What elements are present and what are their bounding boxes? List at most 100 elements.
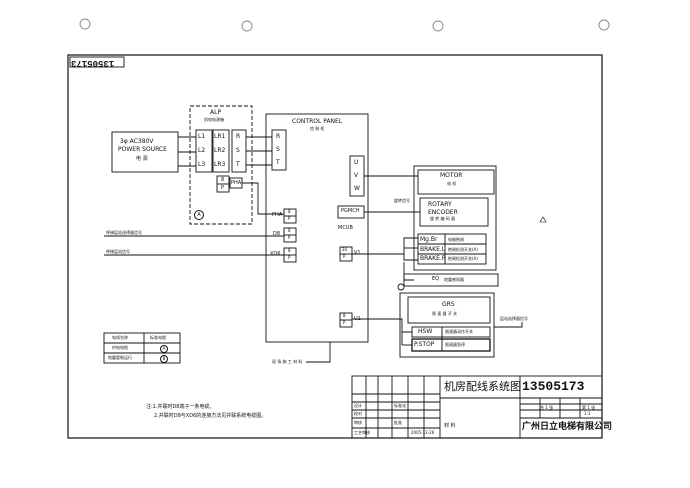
legend-row1-name: 供电电缆 bbox=[112, 345, 128, 350]
alp-in-l3: L3 bbox=[198, 161, 206, 168]
motor-group-box bbox=[413, 165, 497, 271]
legend-table bbox=[103, 332, 181, 364]
alp-r: R bbox=[236, 133, 241, 140]
punch-hole bbox=[241, 20, 253, 32]
mgbr-label: Mg.Br bbox=[420, 236, 438, 243]
cp-w: W bbox=[354, 185, 360, 192]
grs-box bbox=[407, 296, 491, 324]
cp-conn-v1-pin2: P bbox=[343, 254, 346, 259]
alp-input-terminals bbox=[195, 129, 213, 173]
cp-conn-v1-pin1: 20 bbox=[342, 247, 348, 252]
tb-label-design: 设计 bbox=[354, 403, 362, 408]
signal-label-2: 呼梯层站信号 bbox=[106, 249, 130, 254]
hsw-desc: 限速器动作开关 bbox=[445, 329, 473, 334]
grs-signal-leader bbox=[494, 322, 523, 328]
encoder-cn: 旋 转 编 码 器 bbox=[430, 216, 456, 221]
punch-hole bbox=[598, 19, 610, 31]
pstop-desc: 限速器急停 bbox=[445, 342, 465, 347]
power-source-name: POWER SOURCE bbox=[118, 146, 167, 153]
cp-rst-terminals bbox=[271, 129, 287, 171]
power-phase: 3φ AC380V bbox=[120, 138, 154, 145]
tb-label-check: 校对 bbox=[354, 411, 362, 416]
grs-title: GRS bbox=[442, 301, 455, 308]
tb-label-process: 工艺审核 bbox=[354, 430, 370, 435]
hsw-label: HSW bbox=[418, 328, 433, 335]
mgbr-desc: 电磁抱闸 bbox=[448, 237, 464, 242]
tb-scale: 1:1 bbox=[584, 411, 591, 416]
legend-row1-symbol: A bbox=[160, 345, 168, 353]
grs-group-box bbox=[399, 292, 495, 358]
drawing-number-title-block: 13505173 bbox=[522, 379, 585, 394]
cp-conn-pha-pin1: 8 bbox=[288, 209, 291, 214]
cp-conn-d8-pin1: 8 bbox=[288, 228, 291, 233]
tb-page: 第 1 张 bbox=[582, 405, 596, 410]
cp-title: CONTROL PANEL bbox=[292, 118, 343, 125]
tb-material: 材 料 bbox=[444, 423, 456, 429]
note-2: 2.并联时D8与XD6的连接方法见并联系统电缆图。 bbox=[154, 413, 267, 419]
motor-cn: 电 机 bbox=[447, 181, 457, 186]
legend-header-2: 标准电缆 bbox=[150, 335, 166, 340]
company-name: 广州日立电梯有限公司 bbox=[522, 422, 613, 432]
wire-pha bbox=[242, 182, 284, 215]
tb-sheet: 共 1 张 bbox=[540, 405, 554, 410]
cp-cn: 控 制 柜 bbox=[310, 126, 325, 131]
alp-in-l2: L2 bbox=[198, 147, 206, 154]
alp-title: ALP bbox=[210, 109, 222, 116]
punch-hole bbox=[79, 18, 91, 30]
warning-icon bbox=[539, 216, 547, 223]
grs-signal-label: 层站选择器信号 bbox=[500, 316, 528, 321]
pstop-label: P.STOP bbox=[414, 341, 435, 348]
cp-conn-xd6: XD6 bbox=[270, 251, 281, 257]
alp-pha: PHA bbox=[231, 180, 242, 186]
cp-conn-pha: PHA bbox=[272, 212, 283, 218]
drawing-title: 机房配线系统图 bbox=[444, 380, 521, 393]
eq-circle bbox=[397, 283, 405, 291]
legend-row2-name: 地震管制运行 bbox=[108, 355, 132, 360]
alp-s: S bbox=[236, 147, 240, 154]
cp-s: S bbox=[276, 146, 280, 153]
alp-pin-8: 8 bbox=[221, 177, 225, 183]
cp-conn-xd6-pin2: P bbox=[288, 255, 291, 260]
punch-hole bbox=[432, 20, 444, 32]
legend-row2-symbol: B bbox=[160, 355, 168, 363]
wire-u1 bbox=[352, 318, 412, 333]
alp-in-l1: L1 bbox=[198, 133, 206, 140]
wire-v1-mgbr bbox=[352, 237, 418, 255]
brake-l-desc: 抱闸检测开关(A) bbox=[448, 247, 478, 252]
cp-conn-u1-pin2: P bbox=[343, 320, 346, 325]
brake-r-label: BRAKE.R bbox=[420, 255, 446, 262]
control-panel-box bbox=[265, 113, 369, 343]
alp-t: T bbox=[236, 161, 240, 168]
alp-circle-a: A bbox=[194, 210, 204, 220]
cp-conn-v1: V1 bbox=[354, 250, 361, 256]
title-block bbox=[351, 375, 603, 439]
encoder-signal-label: 旋转信号 bbox=[394, 198, 410, 203]
sheet-frame bbox=[67, 54, 603, 439]
site-note: 现 场 施 工 材 料 bbox=[272, 359, 303, 364]
cp-v: V bbox=[354, 172, 359, 179]
motor-title: MOTOR bbox=[440, 172, 463, 179]
power-source-cn: 电 源 bbox=[136, 156, 148, 162]
tb-label-standard: 标准化 bbox=[394, 403, 406, 408]
cp-conn-pha-pin2: P bbox=[288, 216, 291, 221]
cp-conn-d8-pin2: P bbox=[288, 235, 291, 240]
tb-date: 2005-12-26 bbox=[411, 430, 435, 435]
brake-l-label: BRAKE.L bbox=[420, 246, 446, 253]
eq-label: EQ bbox=[432, 276, 440, 282]
cp-t: T bbox=[276, 159, 280, 166]
brake-r-desc: 抱闸检测开关(A) bbox=[448, 256, 478, 261]
alp-pin-p: P bbox=[221, 185, 225, 191]
encoder-label: ROTARY ENCODER bbox=[428, 201, 458, 216]
legend-header-1: 电线名称 bbox=[112, 335, 128, 340]
drawing-number-box bbox=[69, 56, 125, 68]
wire-eq bbox=[403, 262, 414, 281]
grs-cn: 限 速 器 开 关 bbox=[432, 311, 458, 316]
motor-box bbox=[417, 169, 495, 195]
alp-out-lr2: LR2 bbox=[214, 147, 226, 154]
cp-conn-u1: U1 bbox=[354, 316, 361, 322]
note-1: 注:1.并联时D8端子一条电缆。 bbox=[146, 404, 215, 410]
tb-label-review: 审核 bbox=[354, 420, 362, 425]
cp-pgmch: PGMCH bbox=[341, 208, 360, 214]
